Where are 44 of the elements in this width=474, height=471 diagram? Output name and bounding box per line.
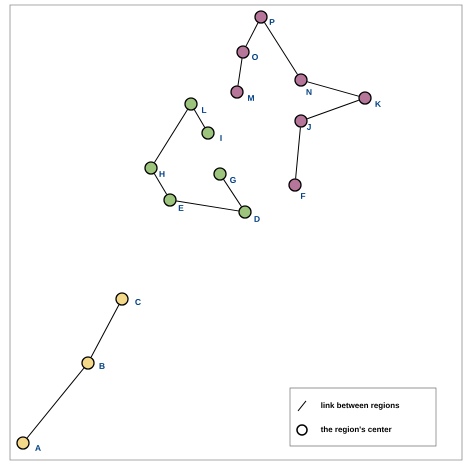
link-line	[238, 58, 243, 86]
link-line	[246, 22, 258, 47]
link-line	[90, 304, 120, 358]
point-label: G	[230, 177, 236, 183]
center-marker	[213, 167, 227, 181]
center-marker	[81, 356, 95, 370]
center-marker	[294, 114, 308, 128]
center-marker	[288, 178, 302, 192]
link-line	[154, 173, 168, 195]
center-marker	[163, 193, 177, 207]
center-marker	[358, 91, 372, 105]
link-line	[295, 127, 301, 179]
center-marker	[16, 436, 30, 450]
point-label: L	[202, 107, 206, 113]
point-label: D	[254, 216, 260, 222]
point-label: N	[306, 89, 312, 95]
link-line	[154, 109, 188, 163]
center-marker	[201, 126, 215, 140]
point-label: K	[376, 101, 381, 107]
center-marker	[294, 73, 308, 87]
point-label: E	[178, 205, 184, 211]
point-label: M	[248, 95, 254, 101]
center-marker	[115, 292, 129, 306]
point-label: H	[160, 171, 164, 177]
center-marker	[184, 97, 198, 111]
link-line	[306, 81, 360, 97]
point-label: A	[35, 445, 41, 451]
link-line	[176, 200, 239, 212]
center-marker	[230, 85, 244, 99]
point-label: B	[100, 363, 105, 369]
center-marker	[236, 45, 250, 59]
point-label: I	[220, 135, 222, 141]
link-line	[223, 179, 242, 207]
center-marker	[144, 161, 158, 175]
center-marker	[238, 205, 252, 219]
point-label: O	[252, 54, 258, 60]
center-marker	[254, 10, 268, 24]
link-line	[264, 22, 298, 75]
point-label: F	[300, 193, 306, 199]
link-line	[194, 109, 206, 128]
point-label: C	[135, 299, 141, 305]
link-line	[306, 100, 360, 120]
point-label: J	[306, 124, 311, 130]
point-label: P	[270, 19, 275, 25]
